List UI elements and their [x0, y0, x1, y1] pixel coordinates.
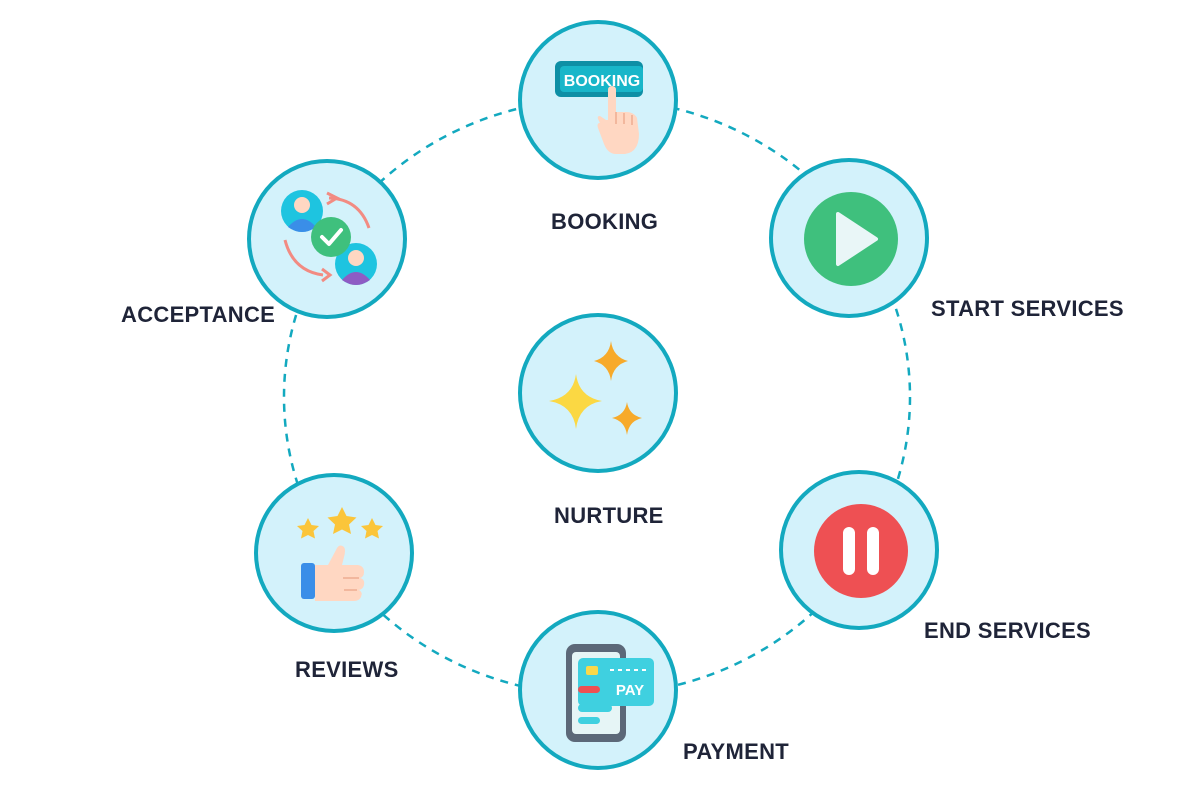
node-booking: BOOKING: [518, 20, 678, 180]
label-payment: PAYMENT: [683, 739, 790, 764]
label-acceptance: ACCEPTANCE: [121, 302, 276, 327]
svg-text:BOOKING: BOOKING: [564, 73, 640, 90]
node-acceptance: [247, 159, 407, 319]
play-icon: [804, 192, 898, 286]
booking-button-hand-icon: BOOKING: [555, 61, 643, 154]
thumbs-up-stars-icon: [297, 507, 383, 601]
node-payment: PAY: [518, 610, 678, 770]
label-nurture: NURTURE: [554, 503, 664, 528]
node-reviews: [254, 473, 414, 633]
pause-icon: [814, 504, 908, 598]
node-end-services: [779, 470, 939, 630]
users-swap-check-icon: [281, 190, 377, 285]
sparkles-icon: [549, 341, 642, 435]
svg-text:PAY: PAY: [616, 682, 644, 699]
label-end-services: END SERVICES: [924, 618, 1092, 643]
node-start-services: [769, 158, 929, 318]
phone-card-pay-icon: PAY: [566, 644, 654, 742]
label-start-services: START SERVICES: [931, 296, 1124, 321]
label-booking: BOOKING: [551, 209, 659, 234]
node-nurture: [518, 313, 678, 473]
label-reviews: REVIEWS: [295, 657, 399, 682]
